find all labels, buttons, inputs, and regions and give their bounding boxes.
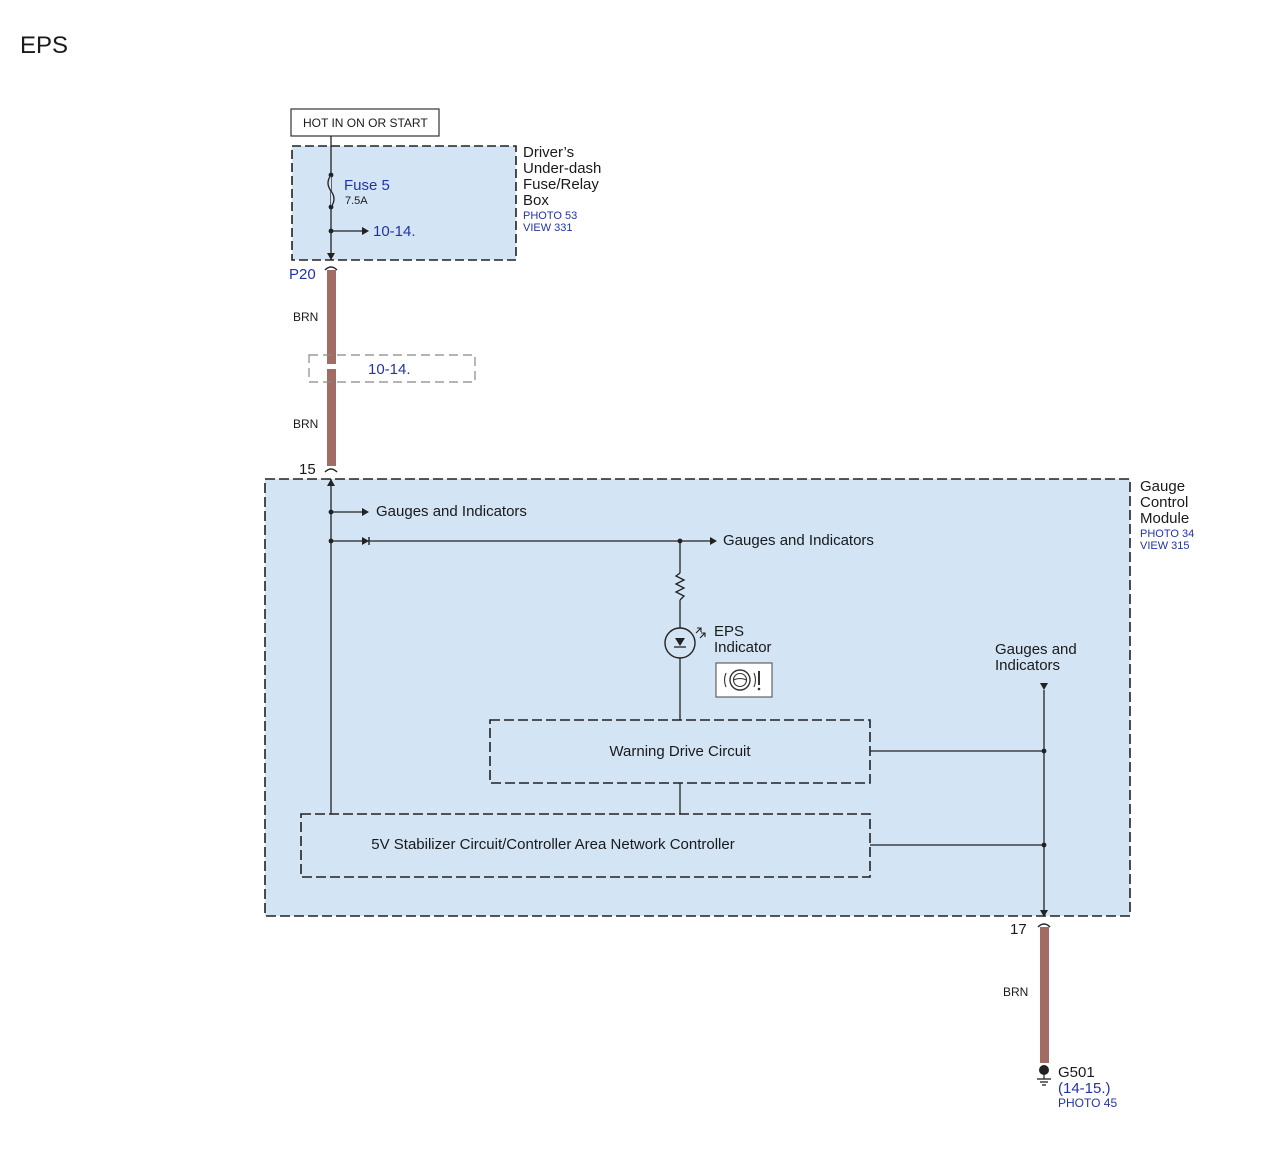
splice-ref-box [308, 354, 476, 383]
resistor-icon [674, 572, 686, 601]
fuse-box-photo-link[interactable]: PHOTO 53 [523, 210, 577, 222]
eps-warning-symbol-box [715, 662, 773, 698]
wire-color-label-1: BRN [293, 310, 318, 324]
led-triangle [675, 638, 685, 646]
junction-warning-ground [1041, 748, 1047, 754]
page-title: EPS [20, 32, 68, 59]
fuse-rating: 7.5A [345, 195, 368, 207]
ground-terminal-icon [1039, 1065, 1049, 1075]
arrow-down-icon [327, 253, 335, 260]
splice-ref-link[interactable]: 10-14. [368, 361, 411, 378]
light-emission-icon [695, 627, 706, 639]
stabilizer-label: 5V Stabilizer Circuit/Controller Area Ne… [371, 836, 734, 853]
stabilizer-can-controller-box [300, 813, 871, 878]
gauges-input-label-line2: Indicators [995, 657, 1060, 674]
ground-ref-link[interactable]: (14-15.) [1058, 1080, 1111, 1097]
gcm-name-line3: Module [1140, 510, 1189, 527]
power-source-box [290, 108, 440, 137]
warning-drive-circuit-box [489, 719, 871, 784]
gauges-output-2-label: Gauges and Indicators [723, 532, 874, 549]
pin-17-label: 17 [1010, 921, 1027, 938]
connector-p20-icon [324, 266, 338, 271]
fuse-box-name-line1: Driver’s [523, 144, 574, 161]
ground-symbol-icon [1037, 1075, 1051, 1086]
gcm-photo-link[interactable]: PHOTO 34 [1140, 528, 1194, 540]
gcm-name-line2: Control [1140, 494, 1188, 511]
connector-17-icon [1037, 923, 1051, 928]
power-source-label: HOT IN ON OR START [303, 116, 428, 130]
splice-break-icon [324, 364, 340, 369]
gcm-view-link[interactable]: VIEW 315 [1140, 540, 1190, 552]
arrow-down-icon [1040, 910, 1048, 917]
wire-color-label-3: BRN [1003, 985, 1028, 999]
fuse-box-view-link[interactable]: VIEW 331 [523, 222, 573, 234]
warning-drive-circuit-label: Warning Drive Circuit [609, 743, 751, 760]
fuse-box-name-line4: Box [523, 192, 549, 209]
steering-warning-icon [723, 669, 761, 691]
eps-indicator-label-line1: EPS [714, 623, 744, 640]
arrow-right-icon [710, 537, 717, 545]
fuse-relay-box [291, 145, 517, 261]
connector-15-icon [324, 468, 338, 473]
ground-name: G501 [1058, 1064, 1095, 1081]
wire-color-label-2: BRN [293, 417, 318, 431]
fuse-name: Fuse 5 [344, 177, 390, 194]
fuse-box-ref-link[interactable]: 10-14. [373, 223, 416, 240]
fuse-symbol-icon [327, 174, 335, 208]
gauges-output-1-label: Gauges and Indicators [376, 503, 527, 520]
gauges-input-label-line1: Gauges and [995, 641, 1077, 658]
pin-15-label: 15 [299, 461, 316, 478]
gcm-name-line1: Gauge [1140, 478, 1185, 495]
arrow-right-icon [362, 508, 369, 516]
junction-stabilizer-ground [1041, 842, 1047, 848]
connector-p20-label[interactable]: P20 [289, 266, 316, 283]
wire-brn-lower [1040, 927, 1049, 1063]
eps-indicator-label-line2: Indicator [714, 639, 772, 656]
fuse-box-name-line2: Under-dash [523, 160, 601, 177]
fuse-box-name-line3: Fuse/Relay [523, 176, 599, 193]
arrow-right-icon [362, 227, 369, 235]
ground-photo-link[interactable]: PHOTO 45 [1058, 1096, 1117, 1110]
arrow-down-icon [1040, 683, 1048, 690]
diode-icon [362, 537, 369, 545]
